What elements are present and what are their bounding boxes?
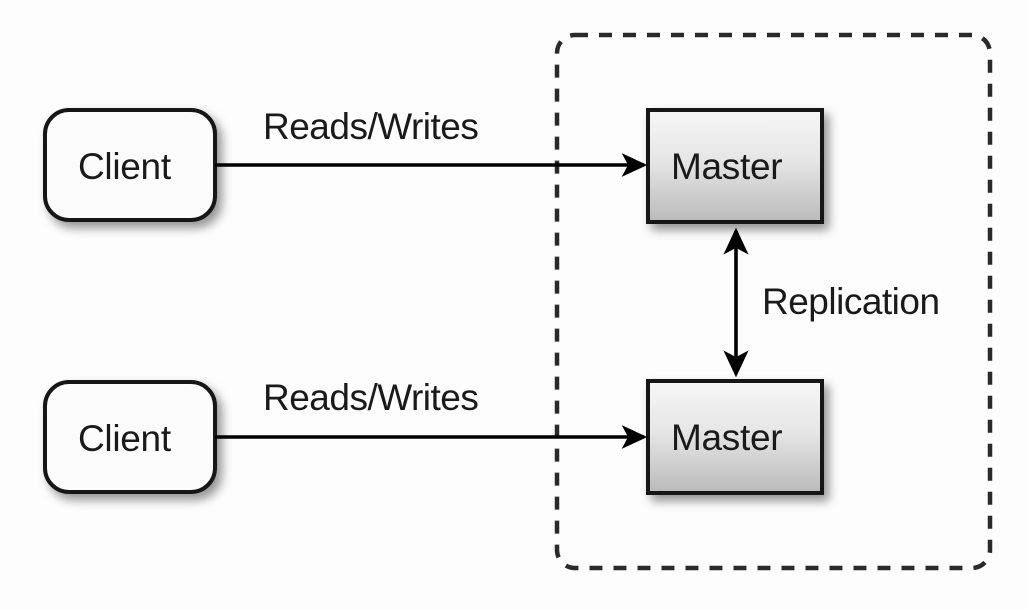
- edge-label-reads-writes-top: Reads/Writes: [263, 106, 479, 147]
- node-label-client-top: Client: [78, 146, 171, 187]
- node-label-master-bottom: Master: [671, 417, 783, 458]
- node-master-bottom[interactable]: [646, 379, 824, 495]
- edge-label-reads-writes-bottom: Reads/Writes: [263, 377, 479, 418]
- edge-label-replication: Replication: [762, 281, 940, 322]
- replication-cluster-boundary: [554, 32, 993, 571]
- node-label-master-top: Master: [671, 146, 783, 187]
- node-master-top[interactable]: [646, 108, 824, 224]
- node-label-client-bottom: Client: [78, 418, 171, 459]
